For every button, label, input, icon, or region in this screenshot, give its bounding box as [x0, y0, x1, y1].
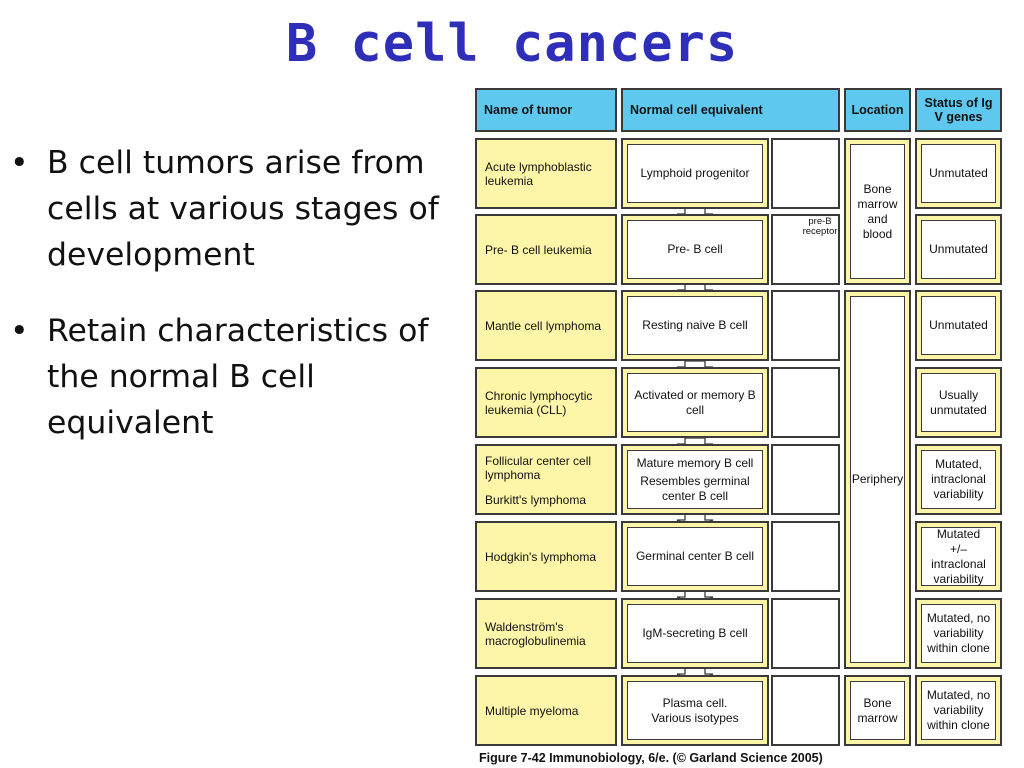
tumor-name-cell: Mantle cell lymphoma	[475, 290, 617, 361]
status-label: Mutated, intraclonal variability	[921, 450, 996, 509]
tumor-name: Pre- B cell leukemia	[485, 242, 592, 257]
location-box: Bone marrow	[844, 675, 911, 746]
tumor-name: Chronic lymphocytic leukemia (CLL)	[485, 388, 593, 417]
status-box: Mutated, no variability within clone	[915, 598, 1002, 669]
cell-illustration-box	[771, 138, 840, 209]
status-label: Unmutated	[921, 220, 996, 279]
tumor-name: Multiple myeloma	[485, 703, 579, 718]
normal-cell-label: IgM-secreting B cell	[627, 604, 763, 663]
bullet-item: • B cell tumors arise from cells at vario…	[10, 140, 465, 278]
status-label: Mutated +/– intraclonal variability	[921, 527, 996, 586]
status-label: Mutated, no variability within clone	[921, 604, 996, 663]
tumor-name-cell: Pre- B cell leukemia	[475, 214, 617, 285]
tumor-name-cell: Chronic lymphocytic leukemia (CLL)	[475, 367, 617, 438]
cell-illustration-box	[771, 444, 840, 515]
bullet-dot: •	[10, 313, 29, 349]
figure-caption: Figure 7-42 Immunobiology, 6/e. (© Garla…	[479, 751, 823, 765]
tumor-name-cell: Multiple myeloma	[475, 675, 617, 746]
status-box: Usually unmutated	[915, 367, 1002, 438]
normal-cell-box: IgM-secreting B cell	[621, 598, 769, 669]
status-box: Unmutated	[915, 138, 1002, 209]
status-label: Unmutated	[921, 296, 996, 355]
status-label: Mutated, no variability within clone	[921, 681, 996, 740]
tumor-name-cell: Follicular center cell lymphoma Burkitt'…	[475, 444, 617, 515]
status-box: Unmutated	[915, 290, 1002, 361]
cell-illustration-box	[771, 214, 840, 285]
slide-title: B cell cancers	[285, 14, 739, 74]
normal-cell-label: Mature memory B cell	[636, 455, 754, 470]
cell-illustration-box	[771, 598, 840, 669]
normal-cell-box: Mature memory B cell Resembles germinal …	[621, 444, 769, 515]
header-location: Location	[844, 88, 911, 132]
normal-cell-box: Lymphoid progenitor	[621, 138, 769, 209]
normal-cell-label: Activated or memory B cell	[627, 373, 763, 432]
tumor-name: Acute lymphoblastic leukemia	[485, 159, 592, 188]
header-normal-cell: Normal cell equivalent	[621, 88, 840, 132]
pre-b-receptor-label: pre-B receptor	[802, 216, 838, 237]
bullet-text: B cell tumors arise from cells at variou…	[47, 145, 439, 273]
tumor-name: Mantle cell lymphoma	[485, 318, 602, 333]
tumor-name-cell: Hodgkin's lymphoma	[475, 521, 617, 592]
tumor-name-cell: Waldenström's macroglobulinemia	[475, 598, 617, 669]
status-box: Mutated +/– intraclonal variability	[915, 521, 1002, 592]
location-box: Bone marrow and blood	[844, 138, 911, 285]
status-box: Unmutated	[915, 214, 1002, 285]
normal-cell-note: Resembles germinal center B cell	[640, 473, 750, 503]
cell-illustration-box	[771, 675, 840, 746]
cell-illustration-box	[771, 290, 840, 361]
tumor-name: Follicular center cell lymphoma	[485, 454, 592, 482]
normal-cell-box: Germinal center B cell	[621, 521, 769, 592]
tumor-name: Hodgkin's lymphoma	[485, 549, 597, 564]
normal-cell-box: Activated or memory B cell	[621, 367, 769, 438]
normal-cell-box: Pre- B cell	[621, 214, 769, 285]
normal-cell-label: Plasma cell. Various isotypes	[627, 681, 763, 740]
b-cell-tumor-table-figure: Name of tumor Normal cell equivalent Loc…	[473, 86, 1009, 768]
cell-illustration-box	[771, 367, 840, 438]
tumor-name: Waldenström's macroglobulinemia	[485, 619, 586, 648]
status-box: Mutated, intraclonal variability	[915, 444, 1002, 515]
tumor-name-cell: Acute lymphoblastic leukemia	[475, 138, 617, 209]
header-tumor: Name of tumor	[475, 88, 617, 132]
normal-cell-label: Lymphoid progenitor	[627, 144, 763, 203]
status-label: Unmutated	[921, 144, 996, 203]
status-box: Mutated, no variability within clone	[915, 675, 1002, 746]
normal-cell-label: Resting naive B cell	[627, 296, 763, 355]
tumor-name-secondary: Burkitt's lymphoma	[485, 493, 586, 507]
normal-cell-box: Plasma cell. Various isotypes	[621, 675, 769, 746]
header-status: Status of Ig V genes	[915, 88, 1002, 132]
location-label: Bone marrow	[850, 681, 905, 740]
normal-cell-box: Resting naive B cell	[621, 290, 769, 361]
bullet-item: • Retain characteristics of the normal B …	[10, 308, 465, 446]
cell-illustration-box	[771, 521, 840, 592]
bullet-dot: •	[10, 145, 29, 181]
location-label: Bone marrow and blood	[850, 144, 905, 279]
location-label: Periphery	[850, 296, 905, 663]
status-label: Usually unmutated	[921, 373, 996, 432]
normal-cell-label: Pre- B cell	[627, 220, 763, 279]
normal-cell-inner: Mature memory B cell Resembles germinal …	[627, 450, 763, 509]
location-box: Periphery	[844, 290, 911, 669]
normal-cell-label: Germinal center B cell	[627, 527, 763, 586]
bullet-list: • B cell tumors arise from cells at vario…	[10, 140, 465, 476]
bullet-text: Retain characteristics of the normal B c…	[47, 313, 429, 441]
